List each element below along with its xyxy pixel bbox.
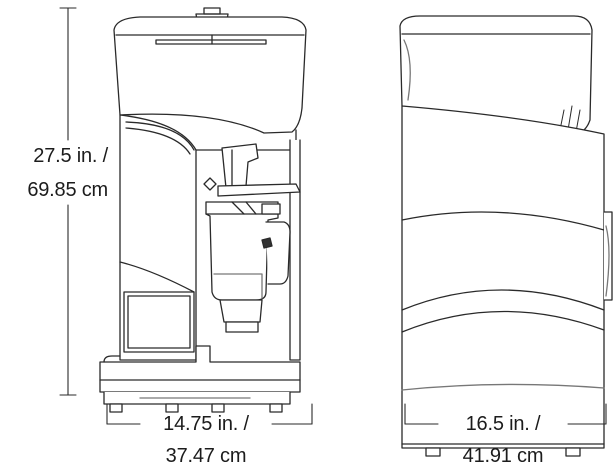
blender-side-view-icon	[399, 15, 613, 457]
front-width-label-line1: 14.75 in. /	[163, 413, 249, 435]
front-width-dimension-bracket	[106, 403, 313, 425]
side-depth-label-line2: 41.91 cm	[462, 445, 544, 467]
height-dimension-bracket	[59, 7, 77, 396]
height-label-line1: 27.5 in. /	[33, 145, 108, 167]
front-width-label-line2: 37.47 cm	[165, 445, 247, 467]
blender-front-view-icon	[99, 7, 307, 413]
side-depth-dimension-bracket	[404, 403, 607, 425]
height-label-line2: 69.85 cm	[27, 179, 108, 201]
side-depth-label-line1: 16.5 in. /	[465, 413, 541, 435]
